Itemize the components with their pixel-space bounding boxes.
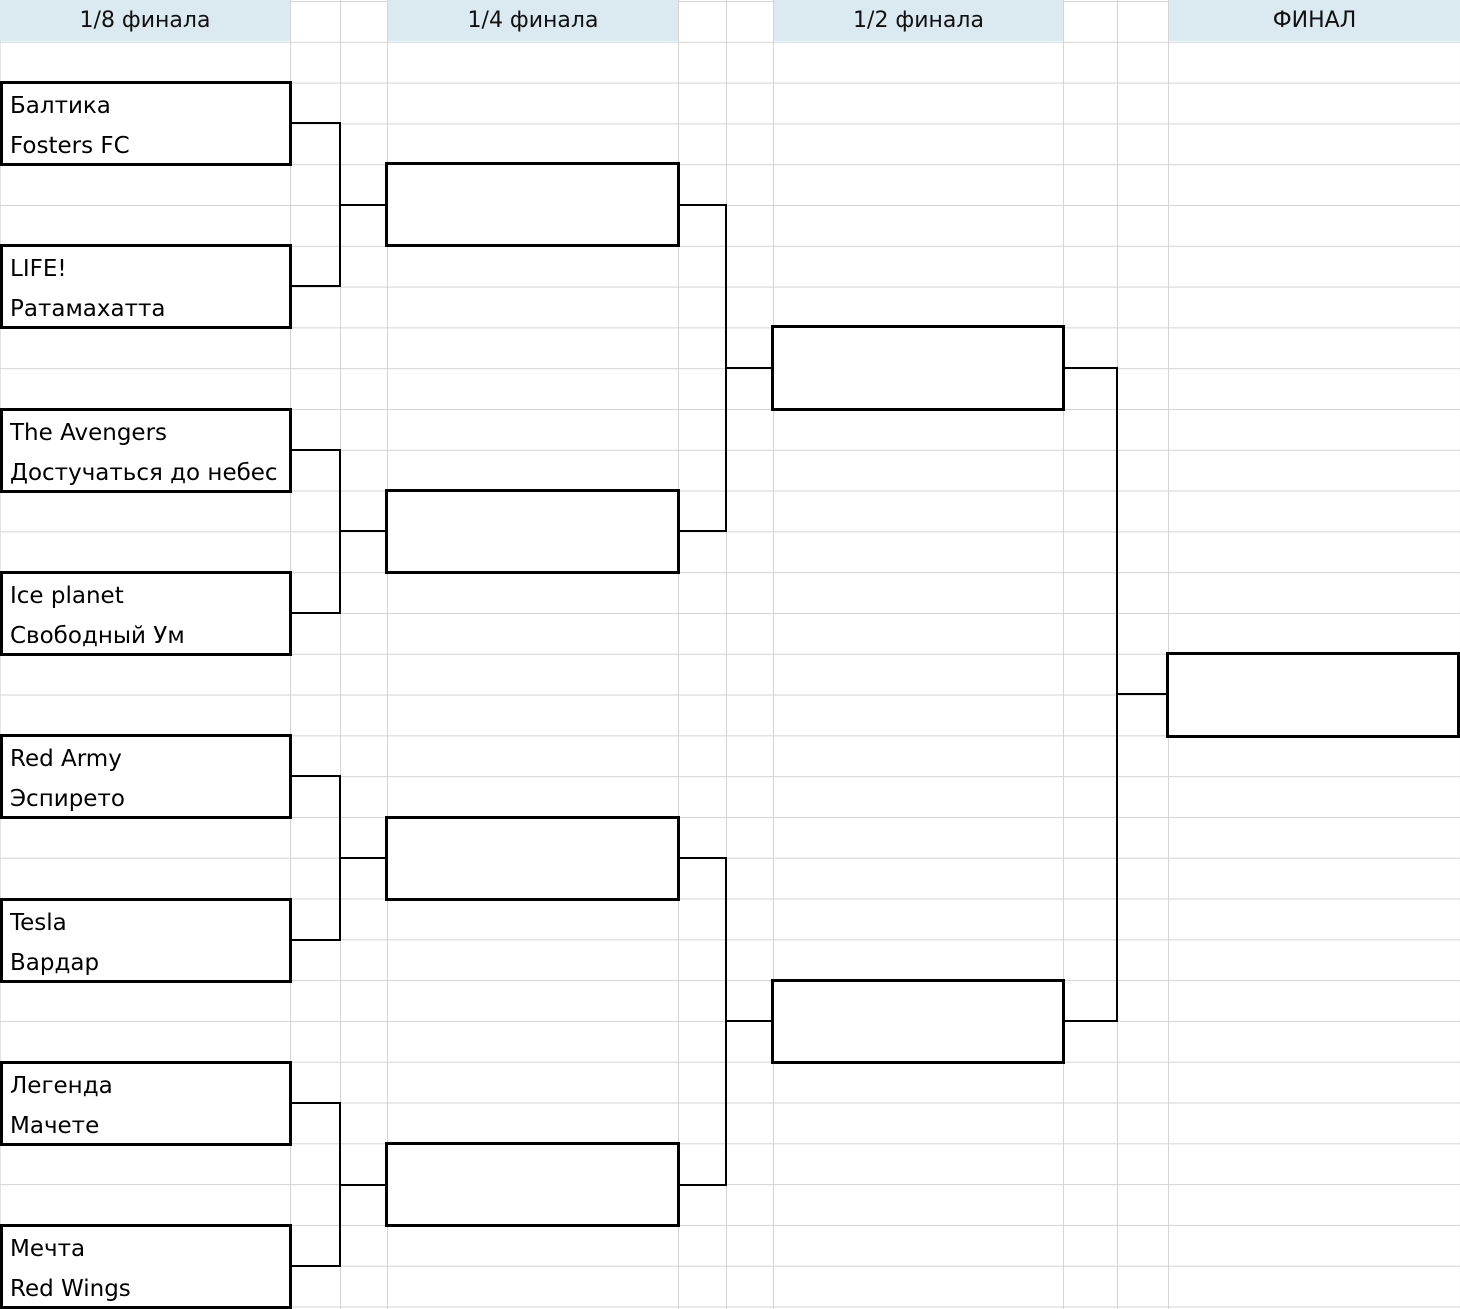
column-gridline (726, 0, 727, 1309)
team-name[interactable]: Ратамахатта (10, 296, 166, 322)
column-gridline (1117, 0, 1118, 1309)
team-name[interactable]: LIFE! (10, 256, 67, 282)
team-name[interactable]: Эспирето (10, 786, 125, 812)
round-header-r16: 1/8 финала (0, 0, 290, 41)
final-slot[interactable] (1166, 652, 1460, 738)
r16-match-2[interactable]: LIFE! Ратамахатта (0, 244, 292, 329)
team-name[interactable]: Мачете (10, 1113, 100, 1139)
column-gridline (340, 0, 341, 1309)
column-gridline (678, 0, 679, 1309)
quarterfinal-slot-4[interactable] (385, 1142, 680, 1227)
round-header-quarterfinal: 1/4 финала (388, 0, 678, 41)
team-name[interactable]: The Avengers (10, 420, 168, 446)
r16-match-6[interactable]: Tesla Вардар (0, 898, 292, 983)
r16-match-4[interactable]: Ice planet Свободный Ум (0, 571, 292, 656)
team-name[interactable]: Вардар (10, 950, 100, 976)
team-name[interactable]: Ice planet (10, 583, 124, 609)
round-header-final: ФИНАЛ (1169, 0, 1460, 41)
r16-match-7[interactable]: Легенда Мачете (0, 1061, 292, 1146)
quarterfinal-slot-1[interactable] (385, 162, 680, 247)
team-name[interactable]: Red Army (10, 746, 122, 772)
r16-match-5[interactable]: Red Army Эспирето (0, 734, 292, 819)
column-gridline (773, 0, 774, 1309)
team-name[interactable]: Tesla (10, 910, 67, 936)
quarterfinal-slot-3[interactable] (385, 816, 680, 901)
team-name[interactable]: Мечта (10, 1236, 86, 1262)
column-gridline (1063, 0, 1064, 1309)
round-header-semifinal: 1/2 финала (774, 0, 1063, 41)
column-gridline (387, 0, 388, 1309)
team-name[interactable]: Легенда (10, 1073, 113, 1099)
team-name[interactable]: Fosters FC (10, 133, 130, 159)
team-name[interactable]: Red Wings (10, 1276, 131, 1302)
quarterfinal-slot-2[interactable] (385, 489, 680, 574)
r16-match-8[interactable]: Мечта Red Wings (0, 1224, 292, 1309)
team-name[interactable]: Свободный Ум (10, 623, 185, 649)
team-name[interactable]: Достучаться до небес (10, 460, 278, 486)
r16-match-1[interactable]: Балтика Fosters FC (0, 81, 292, 166)
semifinal-slot-2[interactable] (771, 979, 1065, 1064)
r16-match-3[interactable]: The Avengers Достучаться до небес (0, 408, 292, 493)
team-name[interactable]: Балтика (10, 93, 111, 119)
semifinal-slot-1[interactable] (771, 325, 1065, 411)
